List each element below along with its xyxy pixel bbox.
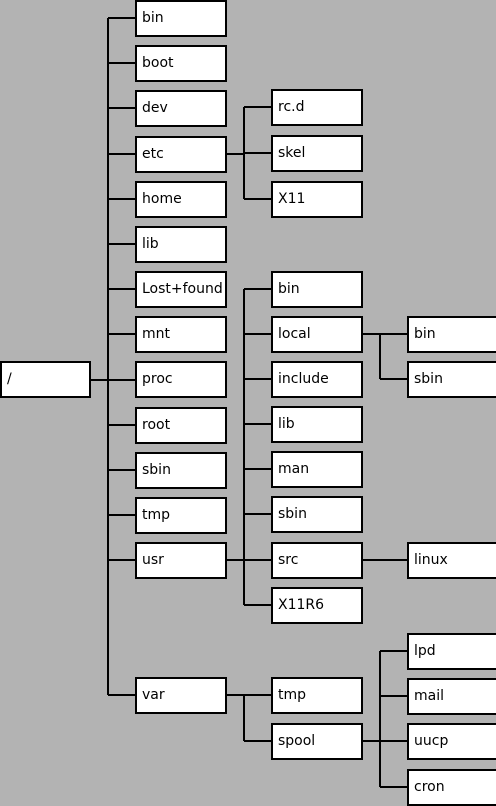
- node-local-bin: bin: [407, 316, 496, 353]
- node-usr-src: src: [271, 542, 363, 579]
- node-tmp: tmp: [135, 497, 227, 534]
- node-local-sbin: sbin: [407, 361, 496, 398]
- node-src-linux: linux: [407, 542, 496, 579]
- node-proc: proc: [135, 361, 227, 398]
- node-usr-x11r6: X11R6: [271, 587, 363, 624]
- node-var-spool: spool: [271, 723, 363, 760]
- node-usr-bin: bin: [271, 271, 363, 308]
- node-lib: lib: [135, 226, 227, 263]
- node-usr: usr: [135, 542, 227, 579]
- node-spool-mail: mail: [407, 678, 496, 715]
- node-etc-skel: skel: [271, 135, 363, 172]
- node-root-dir: root: [135, 407, 227, 444]
- node-etc-x11: X11: [271, 181, 363, 218]
- node-var: var: [135, 677, 227, 714]
- node-etc: etc: [135, 136, 227, 173]
- node-usr-local: local: [271, 316, 363, 353]
- node-bin: bin: [135, 0, 227, 37]
- node-usr-lib: lib: [271, 406, 363, 443]
- node-home: home: [135, 181, 227, 218]
- node-etc-rc-d: rc.d: [271, 89, 363, 126]
- node-root: /: [0, 361, 91, 398]
- node-sbin: sbin: [135, 452, 227, 489]
- node-boot: boot: [135, 45, 227, 82]
- node-usr-include: include: [271, 361, 363, 398]
- node-lost-found: Lost+found: [135, 271, 227, 308]
- node-var-tmp: tmp: [271, 677, 363, 714]
- node-spool-cron: cron: [407, 769, 496, 806]
- node-usr-man: man: [271, 451, 363, 488]
- node-dev: dev: [135, 90, 227, 127]
- node-spool-lpd: lpd: [407, 633, 496, 670]
- node-spool-uucp: uucp: [407, 723, 496, 760]
- node-mnt: mnt: [135, 316, 227, 353]
- node-usr-sbin: sbin: [271, 496, 363, 533]
